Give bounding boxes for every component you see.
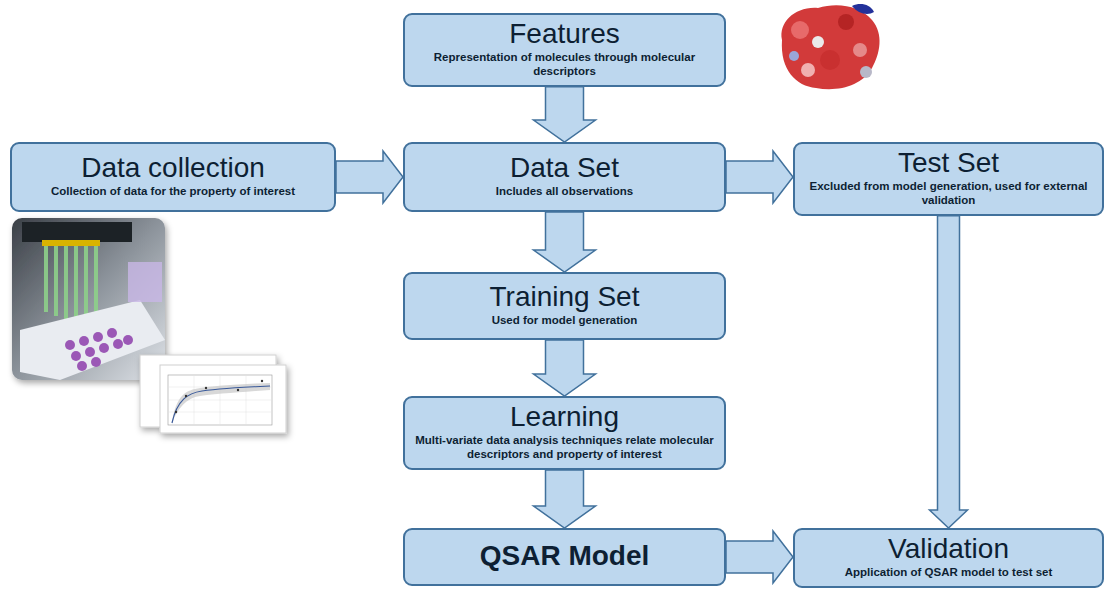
box-description: Used for model generation: [492, 314, 638, 328]
process-box: LearningMulti-variate data analysis tech…: [403, 396, 726, 470]
block-arrow: [534, 212, 596, 272]
box-description: Includes all observations: [496, 185, 633, 199]
box-title: Validation: [888, 534, 1009, 564]
block-arrow: [336, 151, 403, 203]
block-arrow: [534, 87, 596, 142]
chart-card: [140, 355, 286, 433]
process-box: ValidationApplication of QSAR model to t…: [793, 528, 1104, 588]
box-title: Data Set: [510, 153, 619, 183]
box-title: QSAR Model: [480, 541, 650, 571]
block-arrow: [930, 216, 968, 528]
box-title: Training Set: [490, 282, 640, 312]
process-box: Data SetIncludes all observations: [403, 142, 726, 212]
process-box: Training SetUsed for model generation: [403, 272, 726, 340]
process-box: FeaturesRepresentation of molecules thro…: [403, 13, 726, 87]
block-arrow: [726, 531, 793, 583]
box-title: Data collection: [81, 153, 265, 183]
box-description: Collection of data for the property of i…: [51, 185, 295, 199]
process-box: Test SetExcluded from model generation, …: [793, 142, 1104, 216]
box-title: Test Set: [898, 148, 999, 178]
box-title: Features: [509, 19, 620, 49]
block-arrow: [726, 151, 793, 203]
box-description: Multi-variate data analysis techniques r…: [415, 434, 714, 462]
process-box: Data collectionCollection of data for th…: [10, 142, 336, 212]
box-description: Excluded from model generation, used for…: [805, 180, 1092, 208]
process-box: QSAR Model: [403, 528, 726, 586]
block-arrow: [534, 340, 596, 396]
box-description: Representation of molecules through mole…: [415, 51, 714, 79]
box-title: Learning: [510, 402, 619, 432]
block-arrow: [534, 470, 596, 528]
box-description: Application of QSAR model to test set: [845, 566, 1053, 580]
protein-surface: [781, 4, 879, 89]
